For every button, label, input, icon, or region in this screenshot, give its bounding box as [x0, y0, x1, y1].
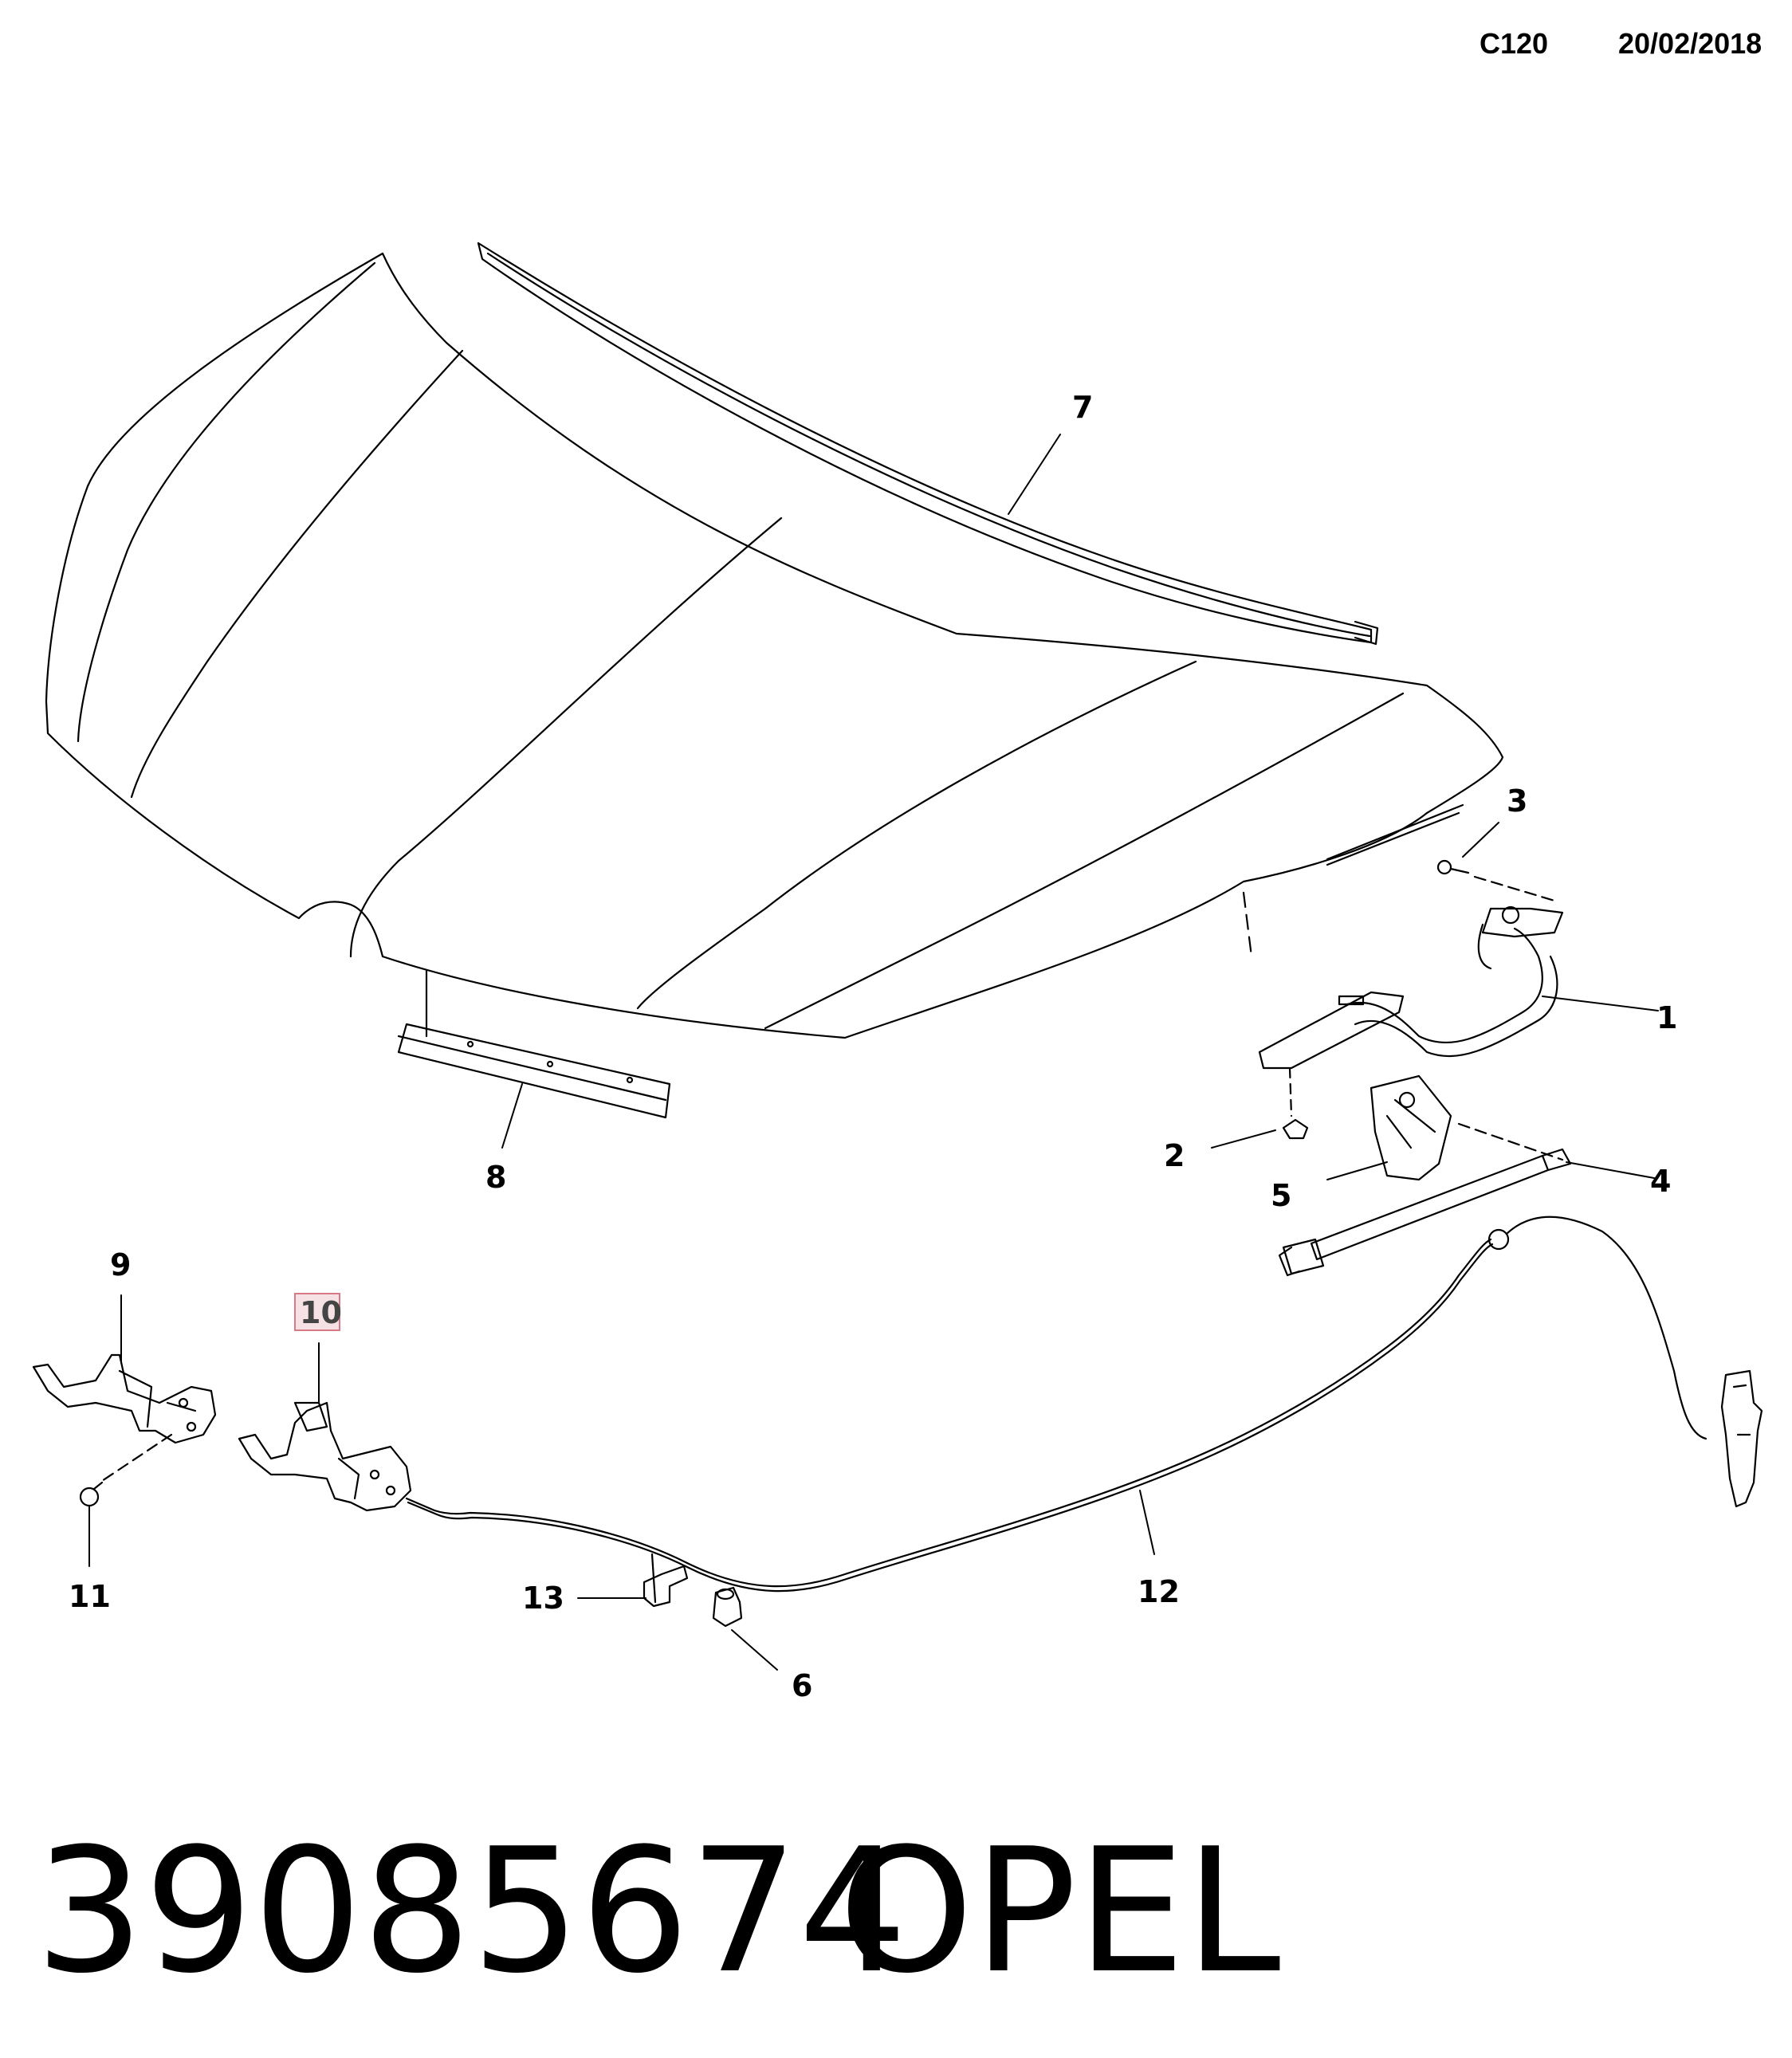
callout-8: 8	[485, 1160, 506, 1195]
callout-10-highlight	[294, 1293, 340, 1331]
brand-name: OPEL	[839, 1811, 1281, 2011]
callout-5: 5	[1271, 1178, 1291, 1213]
callout-2: 2	[1164, 1138, 1185, 1173]
bolt-3	[1436, 859, 1556, 902]
hood-latch-left	[32, 1353, 217, 1484]
callout-13: 13	[522, 1581, 564, 1616]
cable-clip	[643, 1553, 689, 1608]
callout-10: 10	[300, 1295, 342, 1330]
weatherstrip	[477, 242, 1379, 646]
part-number: 39085674	[35, 1811, 908, 2011]
strut-bracket	[1370, 1074, 1452, 1181]
callout-6: 6	[792, 1668, 812, 1703]
nut-2	[1282, 1066, 1309, 1140]
screw-11	[79, 1481, 104, 1507]
callout-3: 3	[1507, 784, 1527, 819]
gas-strut	[1278, 1122, 1572, 1277]
callout-11: 11	[69, 1579, 111, 1614]
callout-1: 1	[1656, 1000, 1677, 1035]
callout-7: 7	[1072, 390, 1093, 425]
front-seal-strip	[397, 1023, 671, 1119]
diagram-date: 20/02/2018	[1618, 27, 1763, 60]
release-cable	[405, 1216, 1763, 1593]
hood-panel	[45, 252, 1504, 1039]
callout-labels: 1 2 3 4 5 6 7 8 9 10 11 12 13	[69, 390, 1677, 1703]
rubber-bumper	[712, 1586, 743, 1628]
callout-4: 4	[1650, 1164, 1671, 1199]
hood-latch-right	[238, 1401, 412, 1512]
callout-9: 9	[110, 1247, 131, 1282]
hood-hinge	[1258, 905, 1564, 1070]
callout-12: 12	[1138, 1574, 1180, 1609]
callout-leaders	[88, 434, 1659, 1671]
diagram-code: C120	[1480, 27, 1549, 60]
